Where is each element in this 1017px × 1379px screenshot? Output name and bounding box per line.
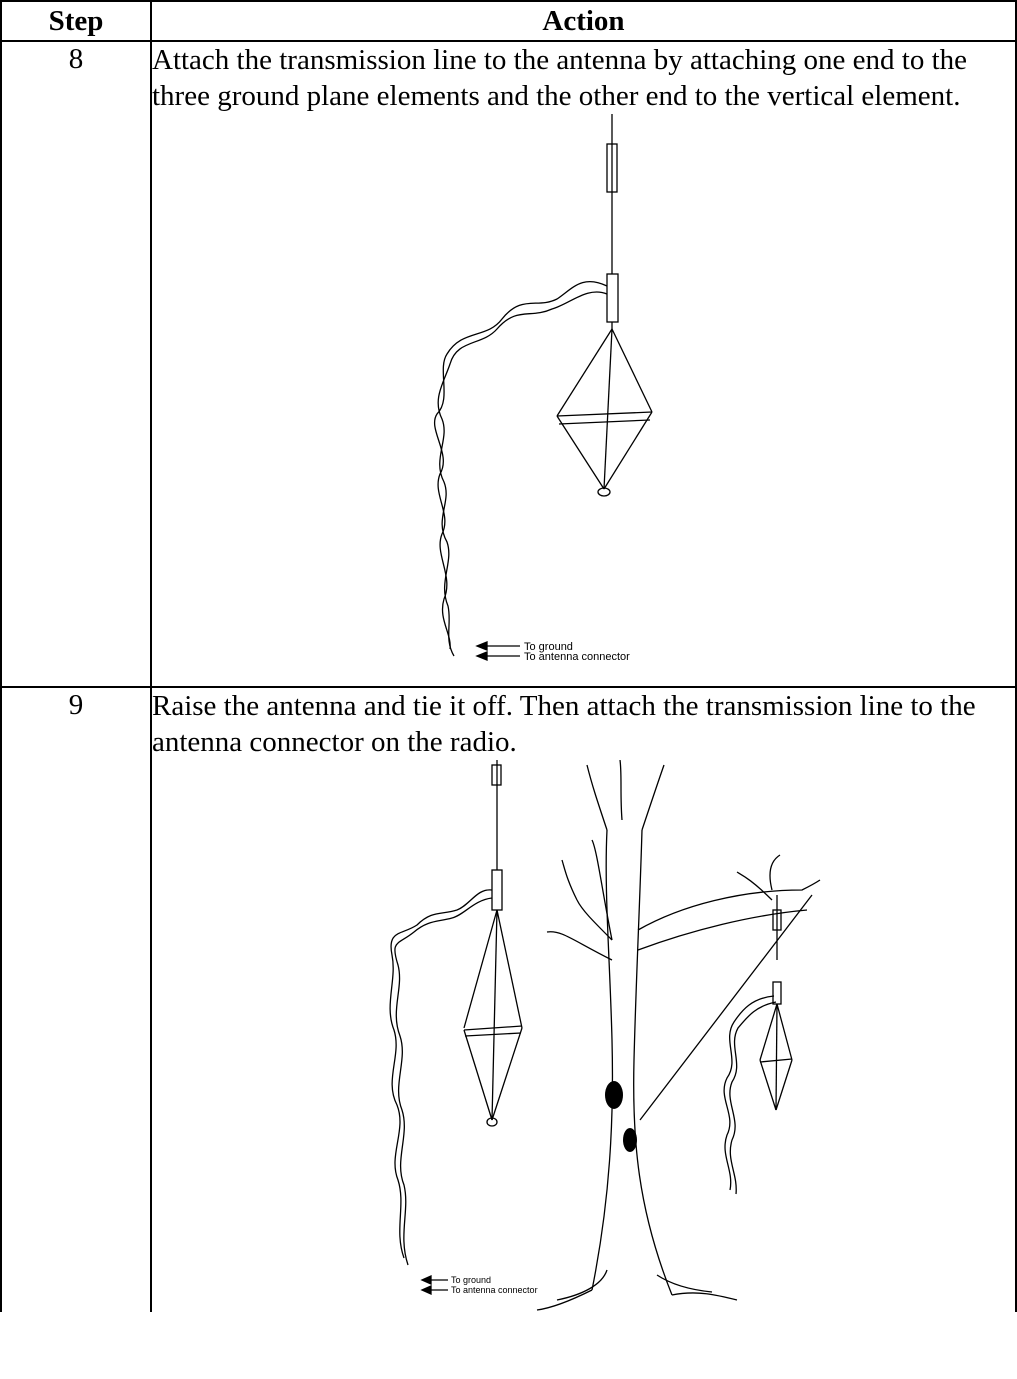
action-text: Raise the antenna and tie it off. Then a… (152, 688, 1015, 760)
action-column-header: Action (151, 1, 1016, 41)
label-to-ground: To ground (451, 1275, 491, 1285)
antenna-assembly-illustration: To ground To antenna connector (152, 114, 1002, 686)
step-column-header: Step (1, 1, 151, 41)
table-row: 9 Raise the antenna and tie it off. Then… (1, 687, 1016, 1312)
antenna-assembly-figure: To ground To antenna connector (152, 114, 1015, 686)
action-cell: Attach the transmission line to the ante… (151, 41, 1016, 687)
label-to-antenna-connector: To antenna connector (524, 651, 630, 663)
step-number: 9 (1, 687, 151, 1312)
action-text: Attach the transmission line to the ante… (152, 42, 1015, 114)
raised-antenna-figure: To ground To antenna connector (152, 760, 1015, 1312)
step-number: 8 (1, 41, 151, 687)
procedure-table: Step Action 8 Attach the transmission li… (0, 0, 1017, 1312)
action-cell: Raise the antenna and tie it off. Then a… (151, 687, 1016, 1312)
label-to-antenna-connector: To antenna connector (451, 1285, 538, 1295)
raised-antenna-illustration: To ground To antenna connector (152, 760, 1002, 1312)
header-row: Step Action (1, 1, 1016, 41)
table-row: 8 Attach the transmission line to the an… (1, 41, 1016, 687)
